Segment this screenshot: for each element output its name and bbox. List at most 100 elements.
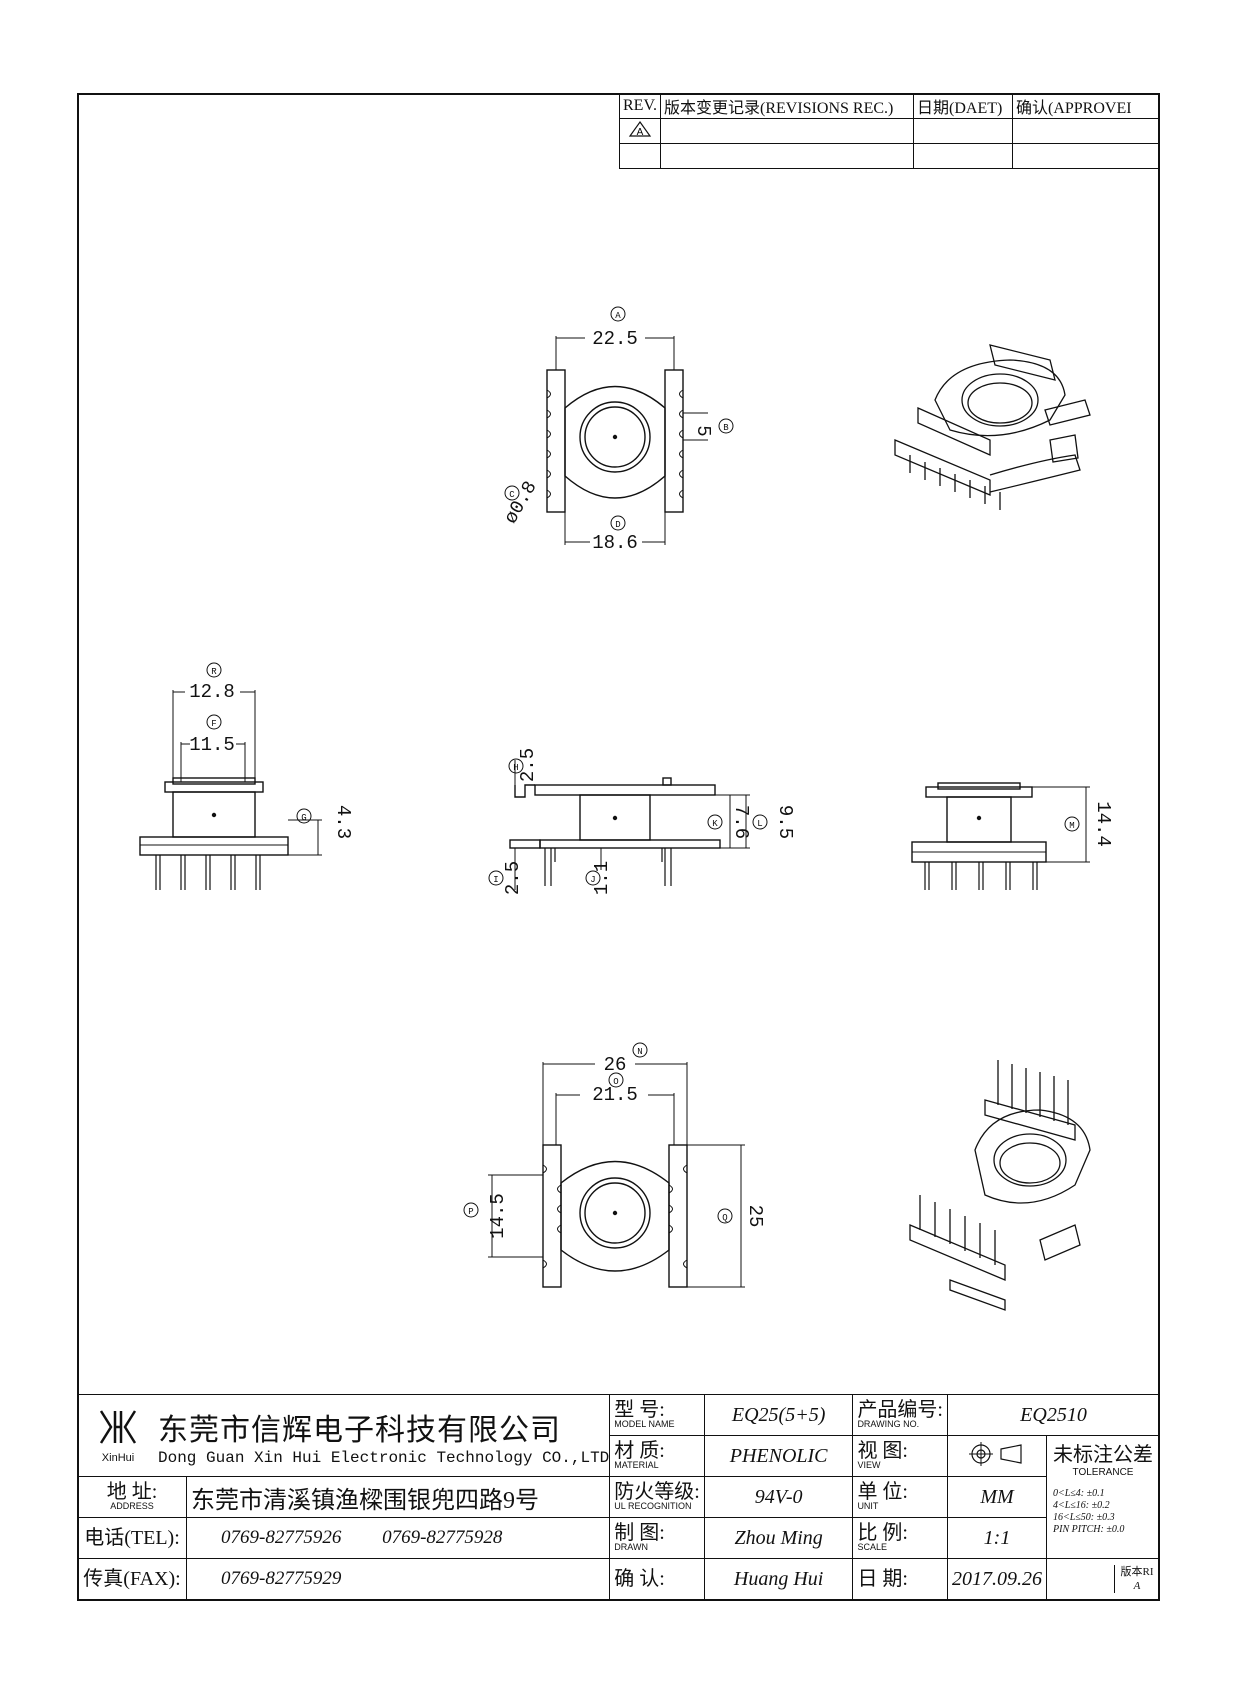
- logo-text: XinHui: [101, 1452, 135, 1464]
- tolerance-title: 未标注公差: [1053, 1444, 1153, 1466]
- checked-value: Huang Hui: [703, 1558, 854, 1600]
- unit-value: MM: [947, 1476, 1047, 1518]
- company-logo: XinHui: [78, 1407, 158, 1464]
- tel-1: 0769-82775926: [221, 1527, 342, 1548]
- svg-text:M: M: [1069, 821, 1074, 831]
- rev-cell: [1012, 143, 1160, 169]
- unit-label: 单 位:UNIT: [852, 1476, 948, 1518]
- tolerance-line: PIN PITCH: ±0.0: [1053, 1524, 1125, 1535]
- tel-values: 0769-82775926 0769-82775928: [185, 1517, 611, 1559]
- rev-cell: [619, 143, 661, 169]
- material-label: 材 质:MATERIAL: [609, 1435, 705, 1477]
- rev-record-header: 版本变更记录(REVISIONS REC.): [660, 93, 914, 119]
- rev-cell: [660, 118, 914, 144]
- revision-triangle-icon: A: [628, 120, 652, 138]
- tolerance-title-en: TOLERANCE: [1072, 1467, 1134, 1478]
- tolerance-line: 16<L≤50: ±0.3: [1053, 1512, 1115, 1523]
- svg-text:H: H: [513, 763, 518, 773]
- address-label: 地 址:ADDRESS: [77, 1476, 187, 1518]
- fax-number: 0769-82775929: [221, 1568, 342, 1589]
- dim-o: 21.5: [592, 1084, 638, 1106]
- dim-f: 11.5: [189, 734, 235, 756]
- tolerance-cell: 未标注公差 TOLERANCE 0<L≤4: ±0.1 4<L≤16: ±0.2…: [1046, 1435, 1160, 1559]
- left-side-view: 12.8 R 11.5 F 4.3 G: [139, 662, 354, 890]
- tel-label: 电话(TEL):: [77, 1517, 187, 1559]
- projection-symbol: [947, 1435, 1047, 1477]
- dim-a: 22.5: [592, 328, 638, 350]
- title-block: XinHui 东莞市信辉电子科技有限公司 Dong Guan Xin Hui E…: [76, 1394, 1160, 1600]
- svg-text:B: B: [723, 423, 729, 433]
- rev-value: A: [637, 127, 644, 138]
- rev-box-value: A: [1133, 1580, 1141, 1592]
- rev-cell: [913, 143, 1013, 169]
- svg-text:D: D: [615, 520, 620, 530]
- scale-value: 1:1: [947, 1517, 1047, 1559]
- company-name-cn: 东莞市信辉电子科技有限公司: [158, 1413, 561, 1447]
- view-label: 视 图:VIEW: [852, 1435, 948, 1477]
- dim-d: 18.6: [592, 532, 638, 554]
- dim-m: 14.4: [1092, 801, 1114, 847]
- rev-box: 版本RI A: [1114, 1565, 1159, 1593]
- table-row: A: [619, 118, 1160, 144]
- drawing-no-label: 产品编号:DRAWING NO.: [852, 1394, 948, 1436]
- dim-c: ø0.8: [500, 477, 542, 527]
- svg-text:Q: Q: [722, 1213, 727, 1223]
- tel-2: 0769-82775928: [382, 1527, 503, 1548]
- svg-text:N: N: [637, 1047, 642, 1057]
- dim-q: 25: [744, 1205, 766, 1228]
- rev-cell: [660, 143, 914, 169]
- svg-text:I: I: [493, 875, 498, 885]
- model-value: EQ25(5+5): [703, 1394, 854, 1436]
- dim-r: 12.8: [189, 681, 235, 703]
- dim-b: 5: [692, 425, 714, 436]
- dim-j: 1.1: [591, 861, 613, 895]
- fax-value: 0769-82775929: [185, 1558, 611, 1600]
- iso-view-bottom: [909, 1060, 1091, 1311]
- tolerance-line: 4<L≤16: ±0.2: [1053, 1500, 1110, 1511]
- svg-text:R: R: [211, 667, 217, 677]
- revisions-table: REV. 版本变更记录(REVISIONS REC.) 日期(DAET) 确认(…: [619, 93, 1160, 169]
- dim-h: 2.5: [517, 748, 539, 782]
- right-side-view: 14.4 M: [911, 782, 1114, 890]
- drawing-frame: [77, 93, 1160, 1601]
- dim-l: 9.5: [774, 805, 796, 839]
- rev-cell-block: 版本RI A: [1046, 1558, 1160, 1600]
- drawing-no-value: EQ2510: [947, 1394, 1160, 1436]
- drawn-label: 制 图:DRAWN: [609, 1517, 705, 1559]
- date-value: 2017.09.26: [947, 1558, 1047, 1600]
- scale-label: 比 例:SCALE: [852, 1517, 948, 1559]
- date-label: 日 期:: [852, 1558, 948, 1600]
- bottom-view: 26 N 21.5 O 14.5 P 25 Q: [463, 1042, 766, 1288]
- table-row: [619, 143, 1160, 169]
- svg-text:K: K: [712, 819, 718, 829]
- model-label: 型 号:MODEL NAME: [609, 1394, 705, 1436]
- fire-label: 防火等级:UL RECOGNITION: [609, 1476, 705, 1518]
- svg-text:P: P: [468, 1207, 473, 1217]
- material-value: PHENOLIC: [703, 1435, 854, 1477]
- xinhui-logo-icon: [99, 1410, 137, 1444]
- svg-text:J: J: [590, 875, 595, 885]
- technical-drawing: 22.5 A 5 B ø0.8 C 18.6 D: [139, 306, 1114, 1311]
- dim-k: 7.6: [730, 805, 752, 839]
- dim-g: 4.3: [332, 805, 354, 839]
- rev-box-label: 版本RI: [1120, 1566, 1154, 1578]
- rev-cell: [1012, 118, 1160, 144]
- company-name-en: Dong Guan Xin Hui Electronic Technology …: [158, 1448, 610, 1467]
- fax-label: 传真(FAX):: [77, 1558, 187, 1600]
- projection-icon: [969, 1441, 1022, 1466]
- svg-text:A: A: [615, 311, 621, 321]
- drawn-value: Zhou Ming: [703, 1517, 854, 1559]
- svg-text:C: C: [509, 490, 515, 500]
- top-view: 22.5 A 5 B ø0.8 C 18.6 D: [500, 306, 734, 554]
- check-label: 确 认:: [609, 1558, 705, 1600]
- svg-text:F: F: [211, 719, 216, 729]
- dim-n: 26: [604, 1054, 627, 1076]
- svg-text:L: L: [757, 819, 762, 829]
- dim-i: 2.5: [502, 861, 524, 895]
- svg-text:G: G: [301, 813, 306, 823]
- tolerance-line: 0<L≤4: ±0.1: [1053, 1488, 1105, 1499]
- rev-cell: [913, 118, 1013, 144]
- svg-text:O: O: [613, 1077, 618, 1087]
- front-view: 2.5 H 2.5 I 1.1 J 7.6 K 9.5 L: [488, 748, 796, 895]
- iso-view-top: [894, 344, 1091, 510]
